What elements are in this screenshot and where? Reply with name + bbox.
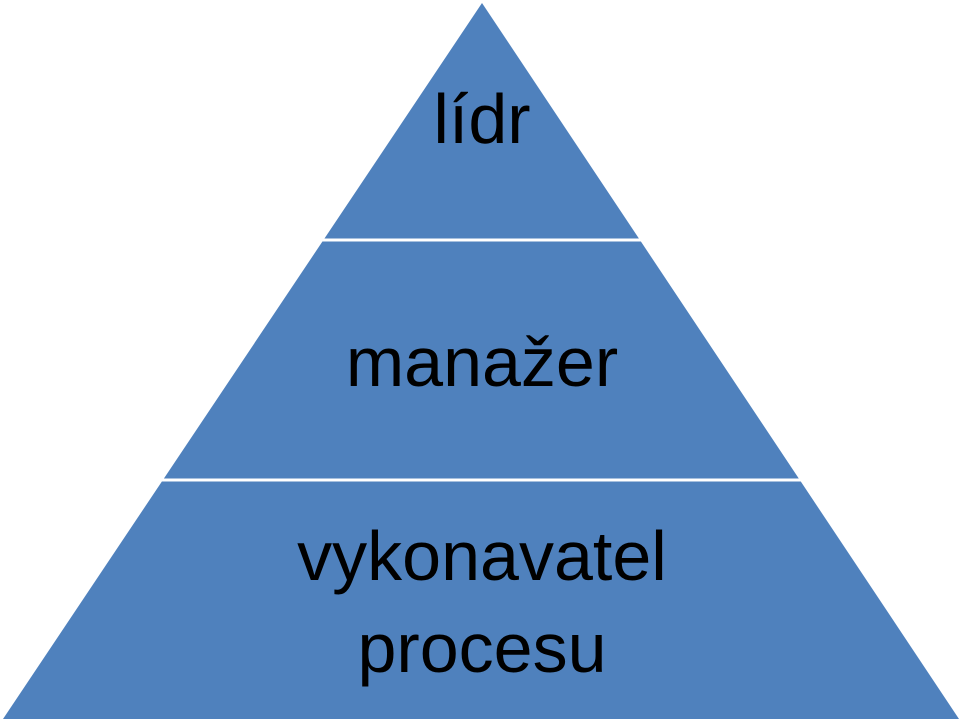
level-3-label-line-2: procesu [357, 609, 606, 687]
level-2-label: manažer [346, 323, 618, 401]
level-1-label: lídr [433, 80, 530, 158]
pyramid-shape [3, 3, 959, 719]
level-3-label-line-1: vykonavatel [297, 517, 667, 595]
